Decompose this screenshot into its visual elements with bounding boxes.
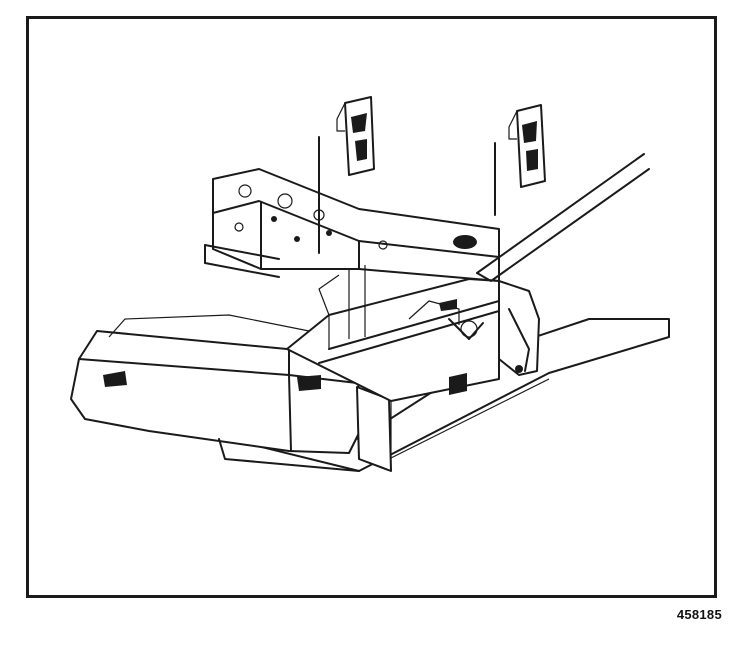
retainer-clip-left — [318, 96, 375, 254]
upper-rails — [204, 244, 280, 278]
illustration-frame — [26, 16, 717, 598]
side-bracket — [476, 272, 540, 376]
radiator-support-frame — [212, 168, 500, 282]
figure-number: 458185 — [676, 607, 722, 622]
headlamp-assembly-drawing — [70, 96, 670, 472]
headlamp-assembly — [70, 314, 392, 472]
diagonal-brace — [476, 153, 650, 282]
retainer-clip-right — [494, 104, 546, 216]
